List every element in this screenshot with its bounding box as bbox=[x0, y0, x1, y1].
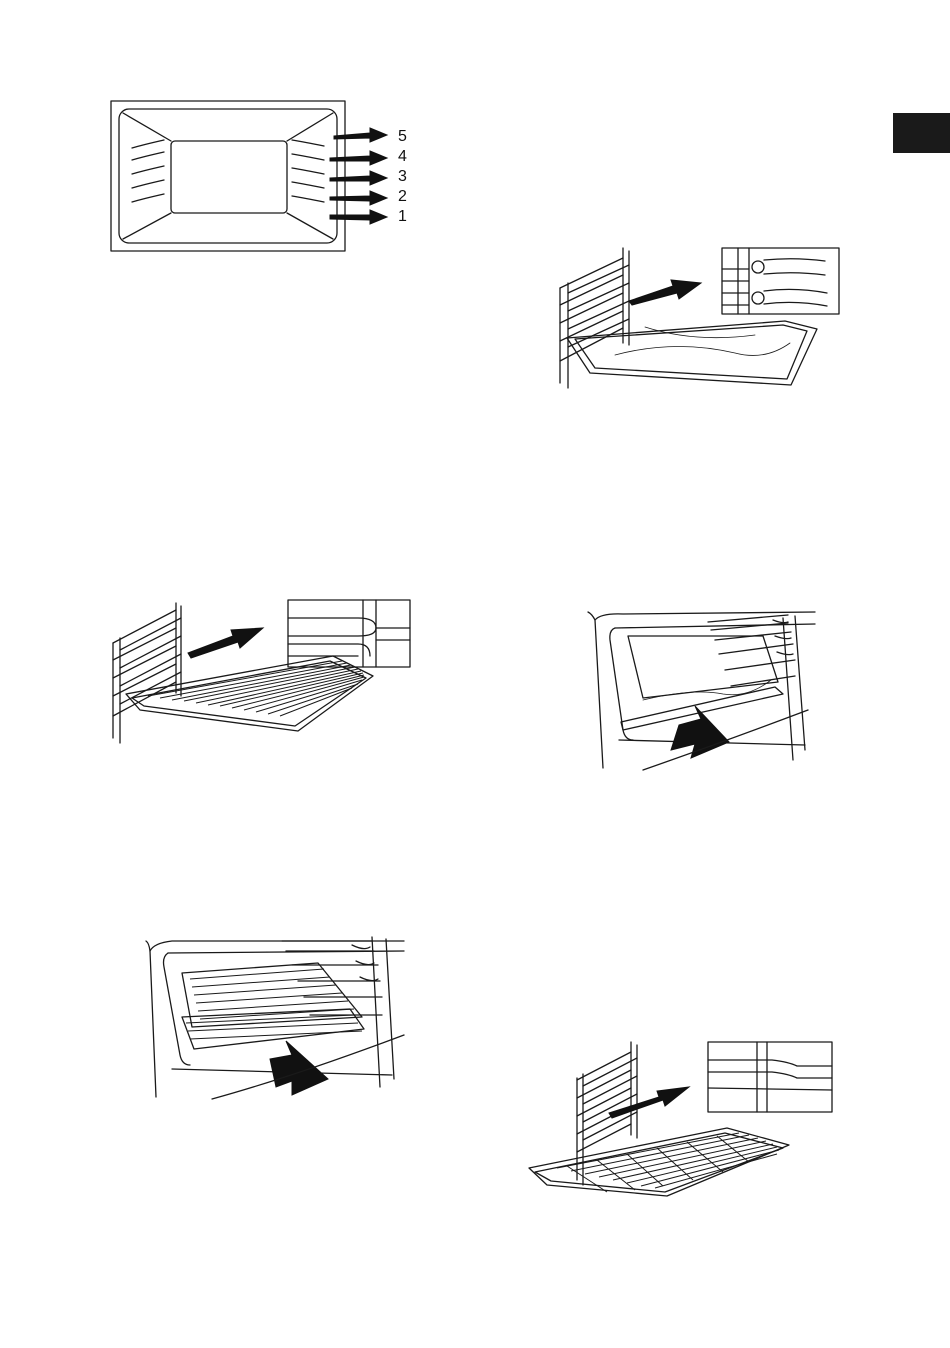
tray-in-oven-illustration bbox=[583, 610, 818, 772]
grid-insert-illustration bbox=[108, 598, 413, 748]
shelf-level-2-label: 2 bbox=[398, 188, 407, 205]
section-tab-marker bbox=[893, 113, 950, 153]
shelf-level-4-label: 4 bbox=[398, 148, 407, 165]
oven-shelf-levels-diagram: 5 4 3 2 1 bbox=[108, 98, 420, 256]
grid-in-oven-illustration bbox=[142, 937, 412, 1099]
shelf-level-5-label: 5 bbox=[398, 128, 407, 145]
grid-insert-lower-illustration bbox=[527, 1040, 837, 1196]
shelf-level-1-label: 1 bbox=[398, 208, 407, 225]
tray-insert-illustration bbox=[555, 243, 845, 403]
shelf-level-3-label: 3 bbox=[398, 168, 407, 185]
